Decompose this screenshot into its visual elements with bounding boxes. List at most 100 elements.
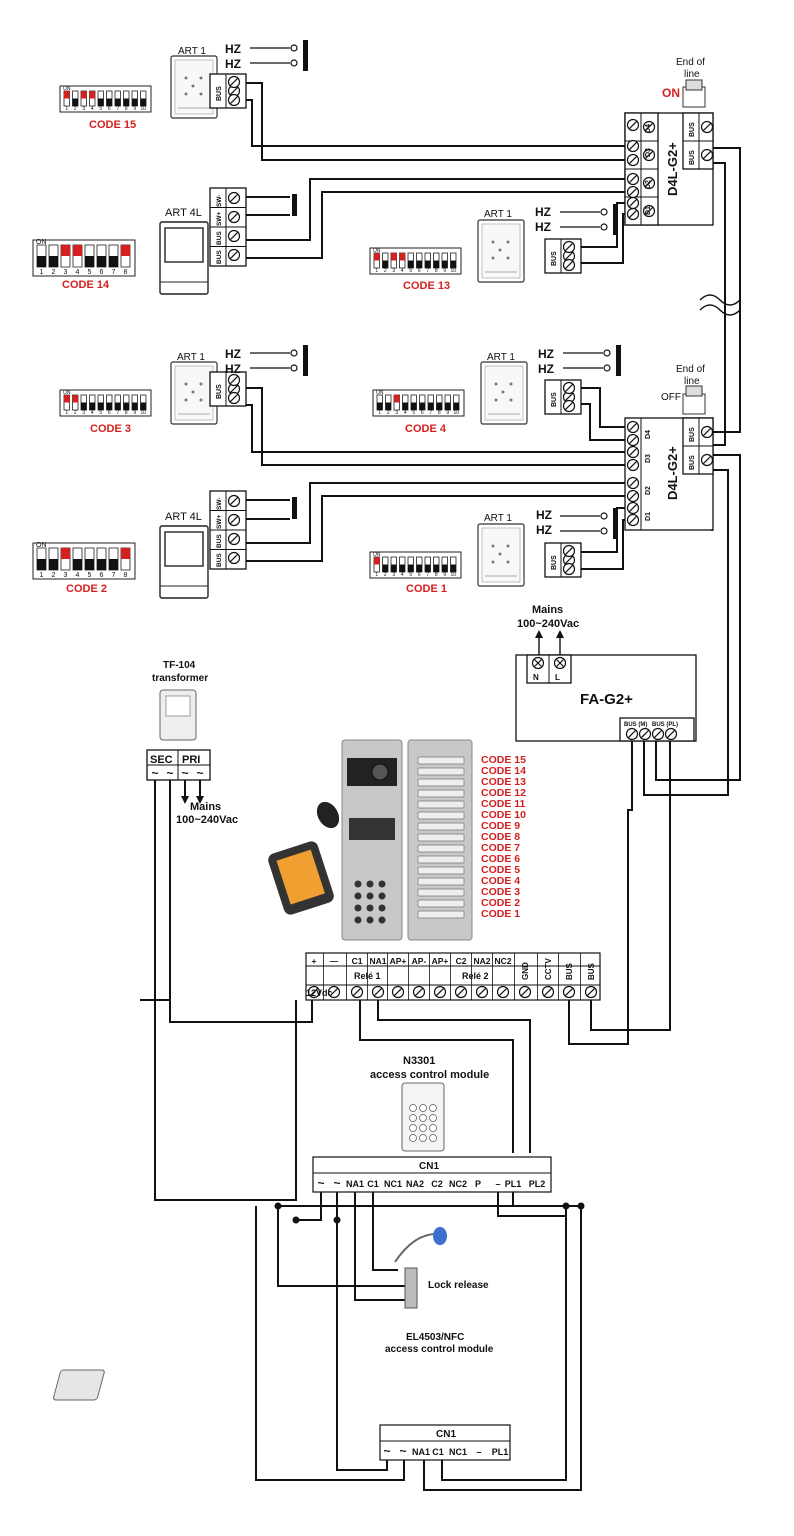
art4l-label-c2: ART 4L — [165, 511, 202, 523]
dip-off — [399, 564, 405, 572]
dip-number: 3 — [392, 572, 395, 578]
dip-on-label: ON — [373, 248, 381, 254]
dip-on — [61, 548, 70, 559]
dip-switch — [32, 542, 136, 580]
dip-on-label: ON — [63, 86, 71, 92]
end-of-line-label: line — [684, 376, 700, 387]
dip-off — [115, 402, 121, 410]
lock-release-label: Lock release — [428, 1280, 489, 1291]
dip-on — [72, 395, 78, 403]
dip-number: 2 — [74, 410, 77, 416]
code-13-label: CODE 13 — [403, 280, 450, 292]
mains-voltage-label: 100~240Vac — [176, 814, 238, 826]
wire — [246, 99, 627, 147]
dip-number: 8 — [125, 410, 128, 416]
dip-on — [64, 91, 70, 99]
dip-number: 8 — [435, 268, 438, 274]
main-terminal-label: AP- — [412, 956, 427, 966]
junction-dot — [562, 1202, 570, 1210]
wire — [441, 1206, 567, 1481]
sec-label: SEC — [150, 754, 173, 766]
n3301-terminal-label: ~ — [333, 1176, 340, 1190]
el4503-cn1-strip — [379, 1424, 511, 1461]
dip-number: 5 — [88, 269, 92, 276]
el4503-terminal-label: NA1 — [412, 1447, 430, 1457]
dip-number: 7 — [426, 268, 429, 274]
dip-number: 7 — [426, 572, 429, 578]
panel-code-label: CODE 10 — [481, 809, 526, 821]
dip-number: 6 — [418, 268, 421, 274]
terminal-screw — [562, 399, 576, 413]
terminal-screw — [562, 544, 576, 558]
art1-label-c15: ART 1 — [178, 46, 206, 57]
dip-switch — [32, 239, 136, 277]
end-of-line-label: End of — [676, 364, 705, 375]
terminal-label: BUS — [689, 150, 696, 165]
dip-number: 3 — [82, 106, 85, 112]
wire — [169, 780, 313, 1023]
call-button — [417, 822, 465, 831]
keypad-key — [429, 1104, 437, 1112]
terminal-screw — [454, 985, 468, 999]
dip-number: 5 — [412, 410, 415, 416]
panel-code-label: CODE 5 — [481, 864, 520, 876]
terminal-screw — [433, 985, 447, 999]
wire — [246, 191, 627, 259]
fa-g2-title: FA-G2+ — [580, 691, 633, 708]
terminal-screw — [562, 381, 576, 395]
terminal-screw — [496, 985, 510, 999]
mains-voltage-label: 100~240Vac — [517, 618, 579, 630]
terminal-screw — [626, 476, 640, 490]
dip-on — [61, 245, 70, 256]
hz-label: HZ — [225, 362, 241, 376]
wire — [581, 403, 627, 441]
dip-off — [97, 559, 106, 570]
main-terminal-label: C1 — [352, 956, 363, 966]
dip-off — [416, 564, 422, 572]
junction-dot — [333, 1216, 341, 1224]
hz-contact — [600, 527, 608, 535]
dip-number: 10 — [453, 410, 459, 416]
n3301-terminal-label: C2 — [431, 1179, 443, 1189]
call-button — [417, 888, 465, 897]
terminal-screw — [626, 489, 640, 503]
tilde-label: ~ — [166, 766, 173, 780]
dip-number: 5 — [99, 106, 102, 112]
tilde-label: ~ — [151, 766, 158, 780]
dip-off — [115, 98, 121, 106]
call-button — [417, 910, 465, 919]
terminal-label: BUS — [689, 122, 696, 137]
keypad-key — [366, 904, 374, 912]
push-button — [292, 194, 297, 216]
wire — [497, 1192, 567, 1217]
call-button — [417, 800, 465, 809]
keypad-key — [378, 916, 386, 924]
call-button — [417, 855, 465, 864]
wire — [568, 734, 633, 1045]
d4l-label-bottom: D4L-G2+ — [665, 446, 680, 500]
dip-off — [450, 564, 456, 572]
terminal-screw — [227, 93, 241, 107]
terminal-label: BUS — [216, 250, 223, 264]
keypad-key — [366, 880, 374, 888]
el4503-label: EL4503/NFC — [406, 1332, 464, 1343]
panel-code-label: CODE 3 — [481, 886, 520, 898]
terminal-label: BUS — [216, 534, 223, 548]
dip-off — [425, 260, 431, 268]
n3301-cn1-strip — [312, 1156, 552, 1193]
keypad-key — [409, 1104, 417, 1112]
terminal-screw — [700, 120, 714, 134]
terminal-screw — [227, 373, 241, 387]
dip-off — [123, 402, 129, 410]
dip-number: 7 — [112, 269, 116, 276]
dip-off — [382, 260, 388, 268]
dip-number: 10 — [140, 106, 146, 112]
transformer-face — [165, 695, 191, 717]
terminal-screw — [227, 532, 241, 546]
terminal-screw — [412, 985, 426, 999]
main-terminal-label: BUS — [565, 962, 574, 980]
panel-code-label: CODE 13 — [481, 776, 526, 788]
main-terminal-label: BUS — [587, 962, 596, 980]
terminal-screw — [227, 551, 241, 565]
